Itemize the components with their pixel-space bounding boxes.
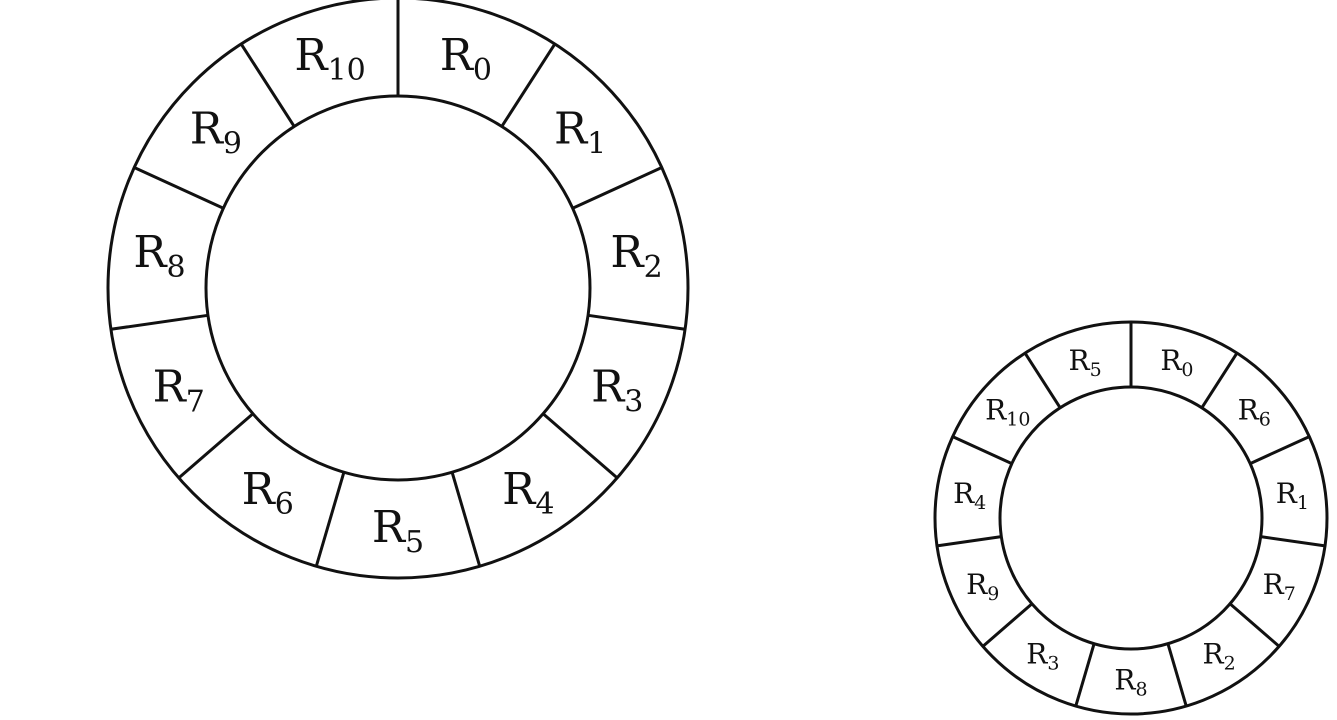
- small-ring-segment-label: R8: [1114, 663, 1147, 700]
- small-ring-divider: [1229, 602, 1281, 648]
- large-ring-segment-label: R10: [294, 30, 365, 88]
- segment-subscript: 5: [405, 525, 424, 560]
- segment-subscript: 4: [535, 487, 554, 522]
- small-ring-divider: [936, 535, 1002, 548]
- large-ring-divider: [133, 166, 224, 210]
- large-ring-divider: [500, 43, 557, 128]
- small-ring-divider: [981, 602, 1033, 648]
- segment-subscript: 3: [1047, 653, 1059, 675]
- large-ring-divider: [587, 313, 686, 331]
- small-ring-divider: [1200, 352, 1239, 409]
- segment-letter: R: [1068, 344, 1090, 377]
- large-ring-segment-label: R4: [502, 464, 554, 522]
- segment-letter: R: [953, 477, 975, 510]
- segment-letter: R: [133, 227, 168, 278]
- small-ring-divider: [1074, 643, 1096, 707]
- segment-subscript: 4: [974, 492, 986, 514]
- segment-subscript: 8: [166, 250, 185, 285]
- segment-subscript: 9: [987, 583, 999, 605]
- segment-letter: R: [1114, 663, 1136, 696]
- large-ring-divider: [314, 471, 346, 567]
- segment-subscript: 9: [223, 126, 242, 161]
- small-ring-segment-label: R1: [1276, 477, 1309, 514]
- large-ring-divider: [177, 412, 254, 480]
- small-ring-segment-label: R9: [966, 568, 999, 605]
- segment-letter: R: [440, 30, 475, 81]
- segment-subscript: 1: [587, 126, 606, 161]
- large-ring-segment-label: R2: [610, 227, 662, 285]
- small-ring-segment-label: R0: [1160, 344, 1193, 381]
- segment-subscript: 10: [1006, 409, 1030, 431]
- segment-letter: R: [372, 502, 407, 553]
- segment-subscript: 7: [1284, 583, 1296, 605]
- segment-letter: R: [294, 30, 329, 81]
- large-ring-segment-label: R6: [242, 464, 294, 522]
- segment-letter: R: [1276, 477, 1298, 510]
- small-ring-segment-label: R6: [1238, 394, 1271, 431]
- small-ring-divider: [952, 435, 1013, 465]
- small-ring-segment-label: R5: [1068, 344, 1101, 381]
- small-ring-segment-label: R3: [1026, 638, 1059, 675]
- large-ring-outer-circle: [106, 0, 690, 580]
- small-ring-segment-label: R7: [1263, 568, 1296, 605]
- large-ring-divider: [542, 412, 619, 480]
- segment-letter: R: [1160, 344, 1182, 377]
- large-ring-divider: [450, 471, 482, 567]
- segment-subscript: 5: [1090, 359, 1102, 381]
- large-ring-segment-label: R1: [554, 103, 606, 161]
- segment-letter: R: [502, 464, 537, 515]
- large-ring-divider: [239, 43, 296, 128]
- segment-letter: R: [966, 568, 988, 601]
- segment-letter: R: [1203, 638, 1225, 671]
- segment-subscript: 3: [624, 384, 643, 419]
- segment-subscript: 10: [328, 53, 366, 88]
- segment-letter: R: [985, 394, 1007, 427]
- large-ring-inner-circle: [204, 94, 592, 482]
- segment-subscript: 0: [1181, 359, 1193, 381]
- small-ring-divider: [1023, 352, 1062, 409]
- segment-letter: R: [610, 227, 645, 278]
- small-ring-divider: [1260, 535, 1326, 548]
- large-ring-divider: [110, 313, 209, 331]
- segment-letter: R: [591, 361, 626, 412]
- segment-subscript: 6: [1259, 409, 1271, 431]
- segment-letter: R: [1263, 568, 1285, 601]
- segment-letter: R: [1238, 394, 1260, 427]
- segment-subscript: 1: [1297, 492, 1309, 514]
- large-ring-segment-label: R9: [190, 103, 242, 161]
- large-ring-segment-label: R3: [591, 361, 643, 419]
- segment-subscript: 6: [275, 487, 294, 522]
- small-ring-divider: [1166, 643, 1188, 707]
- segment-letter: R: [242, 464, 277, 515]
- large-ring-segment-label: R0: [440, 30, 492, 88]
- large-ring-segment-label: R5: [372, 502, 424, 560]
- segment-subscript: 2: [1224, 653, 1236, 675]
- segment-subscript: 7: [186, 384, 205, 419]
- segment-letter: R: [1026, 638, 1048, 671]
- small-ring-divider: [1249, 435, 1310, 465]
- segment-letter: R: [153, 361, 188, 412]
- segment-letter: R: [190, 103, 225, 154]
- segment-letter: R: [554, 103, 589, 154]
- large-ring-segment-label: R7: [153, 361, 205, 419]
- small-ring-segment-label: R4: [953, 477, 986, 514]
- small-ring-segment-label: R2: [1203, 638, 1236, 675]
- large-ring-segment-label: R8: [133, 227, 185, 285]
- small-ring-inner-circle: [998, 385, 1264, 651]
- segment-subscript: 8: [1136, 678, 1148, 700]
- large-ring-divider: [572, 166, 663, 210]
- segment-subscript: 0: [473, 53, 492, 88]
- small-ring-segment-label: R10: [985, 394, 1030, 431]
- segment-subscript: 2: [644, 250, 663, 285]
